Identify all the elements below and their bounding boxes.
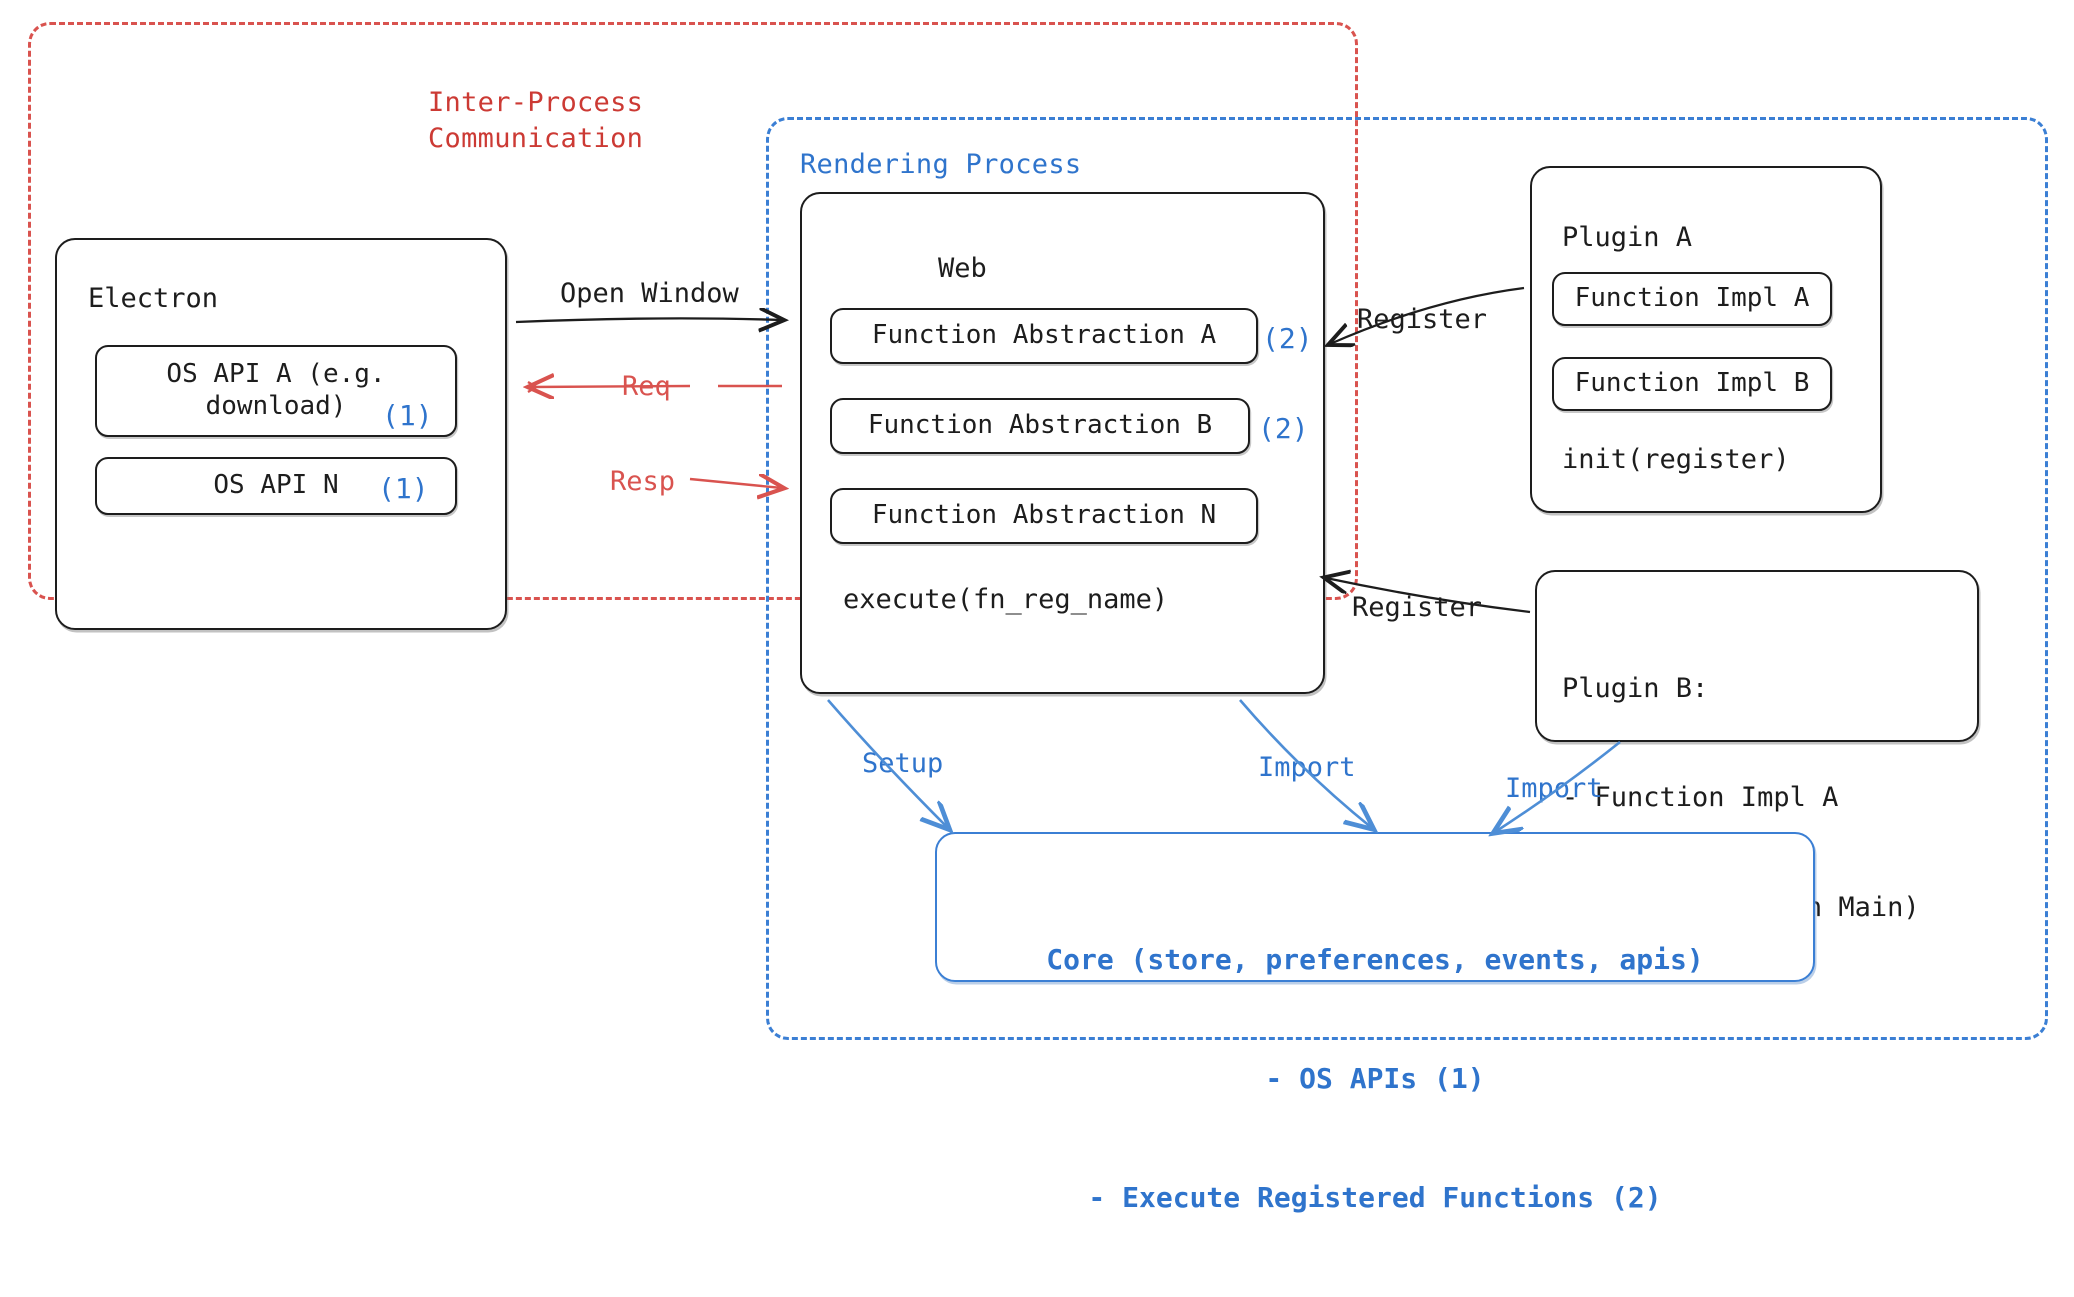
diagram-canvas: Inter-Process Communication Rendering Pr… <box>28 22 2048 1214</box>
edge-label-register-plugin-a: Register <box>1357 304 1488 335</box>
function-impl-b-chip[interactable]: Function Impl B <box>1552 357 1832 411</box>
plugin-a-box[interactable] <box>1530 166 1882 513</box>
os-api-a-label: OS API A (e.g. download) <box>166 359 386 421</box>
edge-label-import-web: Import <box>1258 752 1356 783</box>
function-abstraction-b-label: Function Abstraction B <box>867 410 1213 441</box>
os-api-a-marker: (1) <box>382 399 433 432</box>
plugin-a-title: Plugin A <box>1562 222 1693 253</box>
web-title: Web <box>938 253 987 284</box>
group-label-ipc: Inter-Process Communication <box>428 87 644 154</box>
function-abstraction-a-chip[interactable]: Function Abstraction A <box>830 308 1258 364</box>
os-api-n-marker: (1) <box>378 472 429 505</box>
core-line-1: Core (store, preferences, events, apis) <box>1046 942 1704 976</box>
function-abstraction-n-label: Function Abstraction N <box>871 500 1217 531</box>
plugin-b-item-1: - Function Impl A <box>1562 782 1839 814</box>
edge-label-resp: Resp <box>610 466 676 497</box>
function-abstraction-n-chip[interactable]: Function Abstraction N <box>830 488 1258 544</box>
edge-label-register-plugin-b: Register <box>1352 592 1483 623</box>
edge-label-req: Req <box>622 371 671 402</box>
function-abstraction-a-label: Function Abstraction A <box>871 320 1217 351</box>
function-abstraction-a-marker: (2) <box>1262 322 1313 355</box>
plugin-b-title: Plugin B: <box>1562 672 1709 704</box>
plugin-b-box[interactable] <box>1535 570 1979 742</box>
group-rendering-process <box>766 117 2048 1040</box>
function-impl-a-chip[interactable]: Function Impl A <box>1552 272 1832 326</box>
core-box[interactable]: Core (store, preferences, events, apis) … <box>935 832 1815 1214</box>
core-text-block: Core (store, preferences, events, apis) … <box>937 860 1813 1297</box>
os-api-a-chip[interactable]: OS API A (e.g. download) <box>95 345 457 437</box>
function-abstraction-b-chip[interactable]: Function Abstraction B <box>830 398 1250 454</box>
function-abstraction-b-marker: (2) <box>1258 412 1309 445</box>
core-line-2: - OS APIs (1) <box>1265 1061 1485 1095</box>
os-api-n-label: OS API N <box>213 470 339 501</box>
edge-label-open-window: Open Window <box>560 278 739 309</box>
edge-label-setup: Setup <box>862 748 944 779</box>
electron-title: Electron <box>88 283 219 314</box>
function-impl-b-label: Function Impl B <box>1574 368 1810 399</box>
edge-label-import-plugin-b: Import <box>1505 773 1603 804</box>
web-execute-label: execute(fn_reg_name) <box>843 584 1169 615</box>
os-api-n-chip[interactable]: OS API N <box>95 457 457 515</box>
core-line-3: - Execute Registered Functions (2) <box>1088 1181 1662 1214</box>
group-label-rendering-process: Rendering Process <box>800 149 1082 180</box>
plugin-a-init-label: init(register) <box>1562 444 1790 475</box>
function-impl-a-label: Function Impl A <box>1574 283 1810 314</box>
